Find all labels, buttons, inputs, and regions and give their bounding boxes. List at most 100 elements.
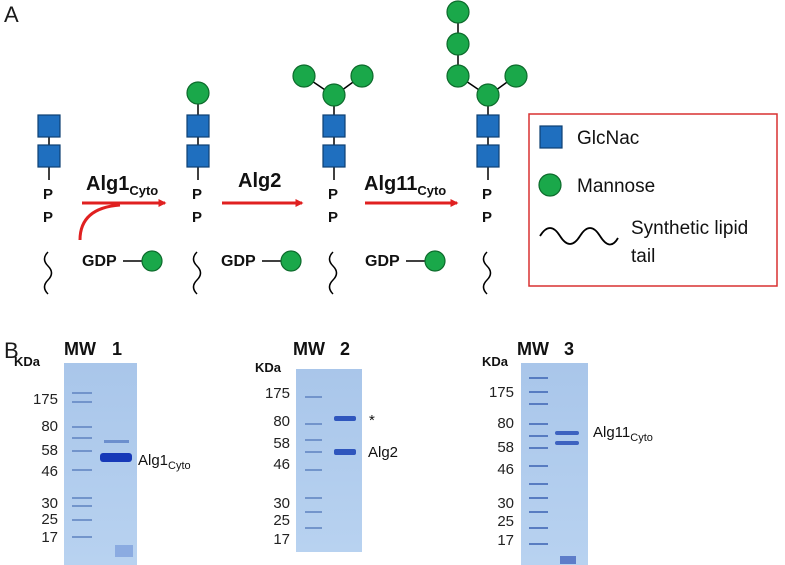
glycan-structure-1: P P <box>37 114 61 295</box>
protein-band <box>334 416 356 421</box>
mannose-icon <box>504 64 528 88</box>
marker-label: 46 <box>273 456 290 473</box>
panel-b-label: B <box>4 338 19 363</box>
mannose-icon <box>186 81 210 105</box>
band-label: Alg11Cyto <box>593 424 653 444</box>
marker-label: 25 <box>497 513 514 530</box>
marker-label: 58 <box>41 442 58 459</box>
marker-label: 46 <box>497 461 514 478</box>
phosphate-label: P <box>192 209 202 226</box>
phosphate-label: P <box>482 209 492 226</box>
mw-lane-label: MW <box>517 339 549 359</box>
marker-label: 17 <box>497 532 514 549</box>
gdp-label: GDP <box>221 253 256 270</box>
lane-label: 2 <box>340 339 350 359</box>
mannose-icon <box>350 64 374 88</box>
mannose-icon <box>141 250 163 272</box>
gel-2: KDa MW 2 * Alg2 175 80 58 46 30 25 17 <box>255 339 398 552</box>
mannose-icon <box>538 173 562 197</box>
mannose-icon <box>446 32 470 56</box>
glcnac-icon <box>322 114 346 138</box>
donor-arrow <box>78 203 121 241</box>
protein-band <box>100 453 132 462</box>
mannose-icon <box>280 250 302 272</box>
lipid-tail-icon <box>43 251 53 295</box>
phosphate-label: P <box>43 186 53 203</box>
marker-label: 80 <box>497 415 514 432</box>
mannose-icon <box>446 0 470 24</box>
lipid-tail-icon <box>192 251 202 295</box>
glcnac-icon <box>37 114 61 138</box>
glycan-structure-2: P P <box>186 81 210 295</box>
gel-image <box>296 369 362 552</box>
mw-lane-label: MW <box>64 339 96 359</box>
glcnac-icon <box>186 144 210 168</box>
legend-box <box>528 113 778 287</box>
band-label: Alg2 <box>368 444 398 461</box>
gdp-label: GDP <box>365 253 400 270</box>
glcnac-icon <box>476 144 500 168</box>
marker-label: 175 <box>489 384 514 401</box>
glcnac-icon <box>539 125 563 149</box>
band-label: Alg1Cyto <box>138 452 191 472</box>
lane-label: 1 <box>112 339 122 359</box>
protein-band <box>334 449 356 455</box>
legend: GlcNac Mannose Synthetic lipid tail <box>528 113 778 287</box>
enzyme-label: Alg11Cyto <box>364 173 446 198</box>
marker-label: 80 <box>273 413 290 430</box>
glcnac-icon <box>476 114 500 138</box>
lipid-tail-icon <box>482 251 492 295</box>
enzyme-label: Alg2 <box>238 170 281 192</box>
enzyme-label: Alg1Cyto <box>86 173 158 198</box>
protein-band <box>555 431 579 435</box>
marker-label: 80 <box>41 418 58 435</box>
marker-label: 17 <box>41 529 58 546</box>
legend-mannose-label: Mannose <box>577 176 655 197</box>
marker-label: 58 <box>497 439 514 456</box>
reaction-step-2: Alg2 GDP <box>221 170 304 272</box>
kda-label: KDa <box>482 354 509 369</box>
impurity-mark: * <box>369 412 375 429</box>
lipid-tail-icon <box>328 251 338 295</box>
mannose-icon <box>476 83 500 107</box>
marker-label: 25 <box>41 511 58 528</box>
phosphate-label: P <box>328 186 338 203</box>
gel-3: KDa MW 3 Alg11Cyto 175 80 58 46 30 25 17 <box>482 339 653 565</box>
marker-label: 175 <box>265 385 290 402</box>
kda-label: KDa <box>255 360 282 375</box>
phosphate-label: P <box>328 209 338 226</box>
lipid-tail-icon <box>539 227 619 246</box>
reaction-step-3: Alg11Cyto GDP <box>364 173 459 272</box>
glcnac-icon <box>37 144 61 168</box>
mannose-icon <box>322 83 346 107</box>
marker-label: 25 <box>273 512 290 529</box>
protein-band <box>555 441 579 445</box>
gdp-label: GDP <box>82 253 117 270</box>
marker-label: 46 <box>41 463 58 480</box>
legend-lipid-label: Synthetic lipid <box>631 218 748 239</box>
mannose-icon <box>292 64 316 88</box>
kda-label: KDa <box>14 354 41 369</box>
phosphate-label: P <box>192 186 202 203</box>
phosphate-label: P <box>43 209 53 226</box>
marker-label: 30 <box>41 495 58 512</box>
marker-label: 175 <box>33 391 58 408</box>
glycan-structure-4: P P <box>446 0 528 295</box>
panel-a-label: A <box>4 2 19 27</box>
legend-glcnac-label: GlcNac <box>577 128 639 149</box>
glcnac-icon <box>186 114 210 138</box>
marker-label: 30 <box>273 495 290 512</box>
lane-label: 3 <box>564 339 574 359</box>
mannose-icon <box>424 250 446 272</box>
glycan-structure-3: P P <box>292 64 374 295</box>
marker-label: 17 <box>273 531 290 548</box>
gel-image <box>521 363 588 565</box>
mw-lane-label: MW <box>293 339 325 359</box>
phosphate-label: P <box>482 186 492 203</box>
reaction-step-1: Alg1Cyto GDP <box>78 173 167 272</box>
legend-lipid-label-2: tail <box>631 246 655 267</box>
gel-1: KDa MW 1 Alg1Cyto 175 80 58 46 30 25 17 <box>14 339 191 565</box>
marker-label: 30 <box>497 495 514 512</box>
marker-label: 58 <box>273 435 290 452</box>
